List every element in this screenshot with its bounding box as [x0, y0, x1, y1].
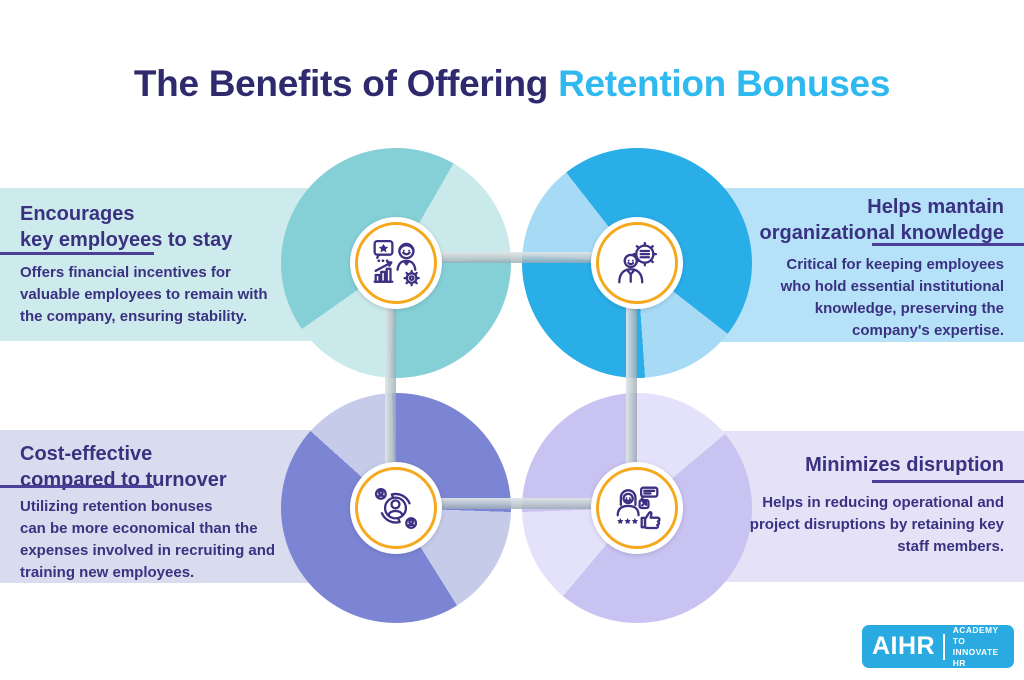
page-title-dark: The Benefits of Offering: [133, 62, 549, 104]
page-title-accent: Retention Bonuses: [558, 62, 891, 104]
aihr-logo-name: AIHR: [872, 632, 936, 660]
connector-bar-bottom: [396, 498, 637, 509]
section-heading-top-right: Helps mantain organizational knowledge: [759, 196, 1004, 244]
connector-bar-left: [385, 263, 396, 508]
heading-underline-bottom-left: [0, 485, 154, 488]
icon-hub-bottom-left: [350, 462, 442, 554]
section-body-bottom-left: Utilizing retention bonuses can be more …: [20, 498, 276, 581]
section-body-top-right: Critical for keeping employees who hold …: [780, 256, 1004, 339]
employee-stay-icon: [373, 239, 420, 287]
icon-hub-top-right: [591, 217, 683, 309]
orange-ring: [355, 467, 437, 549]
section-heading-bottom-right: Minimizes disruption: [805, 454, 1004, 476]
icon-hub-bottom-right: [591, 462, 683, 554]
page-title: The Benefits of Offering Retention Bonus…: [0, 63, 1024, 105]
turnover-cost-icon: [374, 488, 418, 530]
connector-bar-top: [396, 252, 637, 263]
organizational-knowledge-icon: [618, 241, 658, 284]
orange-ring: [596, 222, 678, 304]
heading-underline-top-right: [872, 243, 1024, 246]
heading-underline-top-left: [0, 252, 154, 255]
heading-underline-bottom-right: [872, 480, 1024, 483]
section-body-bottom-right: Helps in reducing operational and projec…: [749, 494, 1004, 555]
orange-ring: [355, 222, 437, 304]
logo-divider: [943, 633, 945, 660]
aihr-logo: AIHR ACADEMY TO INNOVATE HR: [862, 625, 1014, 668]
connector-bar-right: [626, 263, 637, 508]
section-heading-top-left: Encourages key employees to stay: [20, 203, 233, 251]
orange-ring: [596, 467, 678, 549]
aihr-logo-tagline: ACADEMY TO INNOVATE HR: [952, 624, 999, 668]
icon-hub-top-left: [350, 217, 442, 309]
minimize-disruption-icon: [616, 486, 661, 530]
section-body-top-left: Offers financial incentives for valuable…: [20, 264, 268, 325]
